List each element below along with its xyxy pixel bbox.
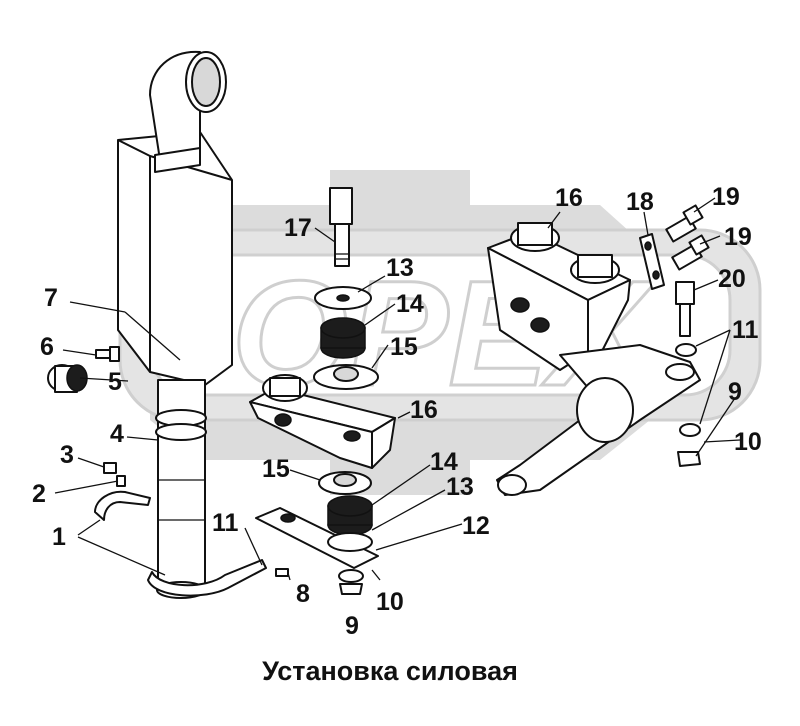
plate-12 bbox=[255, 507, 379, 569]
callout-13-top: 13 bbox=[386, 254, 414, 282]
plate-18 bbox=[639, 233, 665, 290]
cup-15-lower bbox=[318, 471, 372, 495]
callout-1: 1 bbox=[52, 523, 66, 551]
callout-4: 4 bbox=[110, 420, 124, 448]
rubber-cushion-14-top bbox=[320, 317, 366, 359]
muffler-outlet-pipe bbox=[155, 379, 207, 599]
callout-15-top: 15 bbox=[390, 333, 418, 361]
washer-13-top bbox=[314, 286, 372, 310]
screw-small bbox=[103, 462, 126, 487]
callout-14-top: 14 bbox=[396, 290, 424, 318]
callout-17: 17 bbox=[284, 214, 312, 242]
callout-16-upper: 16 bbox=[555, 184, 583, 212]
callout-19-a: 19 bbox=[712, 183, 740, 211]
callout-3: 3 bbox=[60, 441, 74, 469]
bolt-20 bbox=[675, 281, 695, 337]
callout-13-lower: 13 bbox=[446, 473, 474, 501]
callout-12: 12 bbox=[462, 512, 490, 540]
bolt-17 bbox=[329, 187, 353, 267]
cushion-5 bbox=[47, 364, 88, 393]
callout-10-lower: 10 bbox=[376, 588, 404, 616]
callout-14-lower: 14 bbox=[430, 448, 458, 476]
muffler bbox=[117, 50, 233, 386]
callout-15-lower: 15 bbox=[262, 455, 290, 483]
callout-20: 20 bbox=[718, 265, 746, 293]
callout-11-right: 11 bbox=[732, 316, 759, 344]
clamp-bottom bbox=[94, 490, 267, 597]
callout-11-lower: 11 bbox=[212, 509, 239, 537]
mounting-arm bbox=[496, 344, 701, 496]
bracket-16-upper bbox=[487, 222, 631, 371]
nut-9-lower bbox=[338, 569, 364, 595]
callout-2: 2 bbox=[32, 480, 46, 508]
rubber-cushion-14-lower bbox=[327, 495, 373, 536]
diagram-caption: Установка силовая bbox=[262, 656, 518, 686]
callout-9-right: 9 bbox=[728, 378, 742, 406]
callout-7: 7 bbox=[44, 284, 58, 312]
callout-5: 5 bbox=[108, 368, 122, 396]
callout-16-lower: 16 bbox=[410, 396, 438, 424]
callout-18: 18 bbox=[626, 188, 654, 216]
washer-11-right bbox=[675, 343, 701, 437]
cup-15-top bbox=[313, 364, 379, 390]
bolt-6 bbox=[95, 346, 120, 362]
bracket-16-lower bbox=[249, 374, 396, 469]
callout-19-b: 19 bbox=[724, 223, 752, 251]
callout-6: 6 bbox=[40, 333, 54, 361]
callout-labels: 1 2 3 4 5 6 7 8 9 9 10 10 11 11 12 13 13… bbox=[32, 183, 762, 640]
bolt-8 bbox=[275, 568, 289, 577]
callout-9-lower: 9 bbox=[345, 612, 359, 640]
callout-8: 8 bbox=[296, 580, 310, 608]
callout-10-right: 10 bbox=[734, 428, 762, 456]
leader-lines bbox=[54, 197, 741, 581]
nut-9-right bbox=[677, 451, 701, 467]
